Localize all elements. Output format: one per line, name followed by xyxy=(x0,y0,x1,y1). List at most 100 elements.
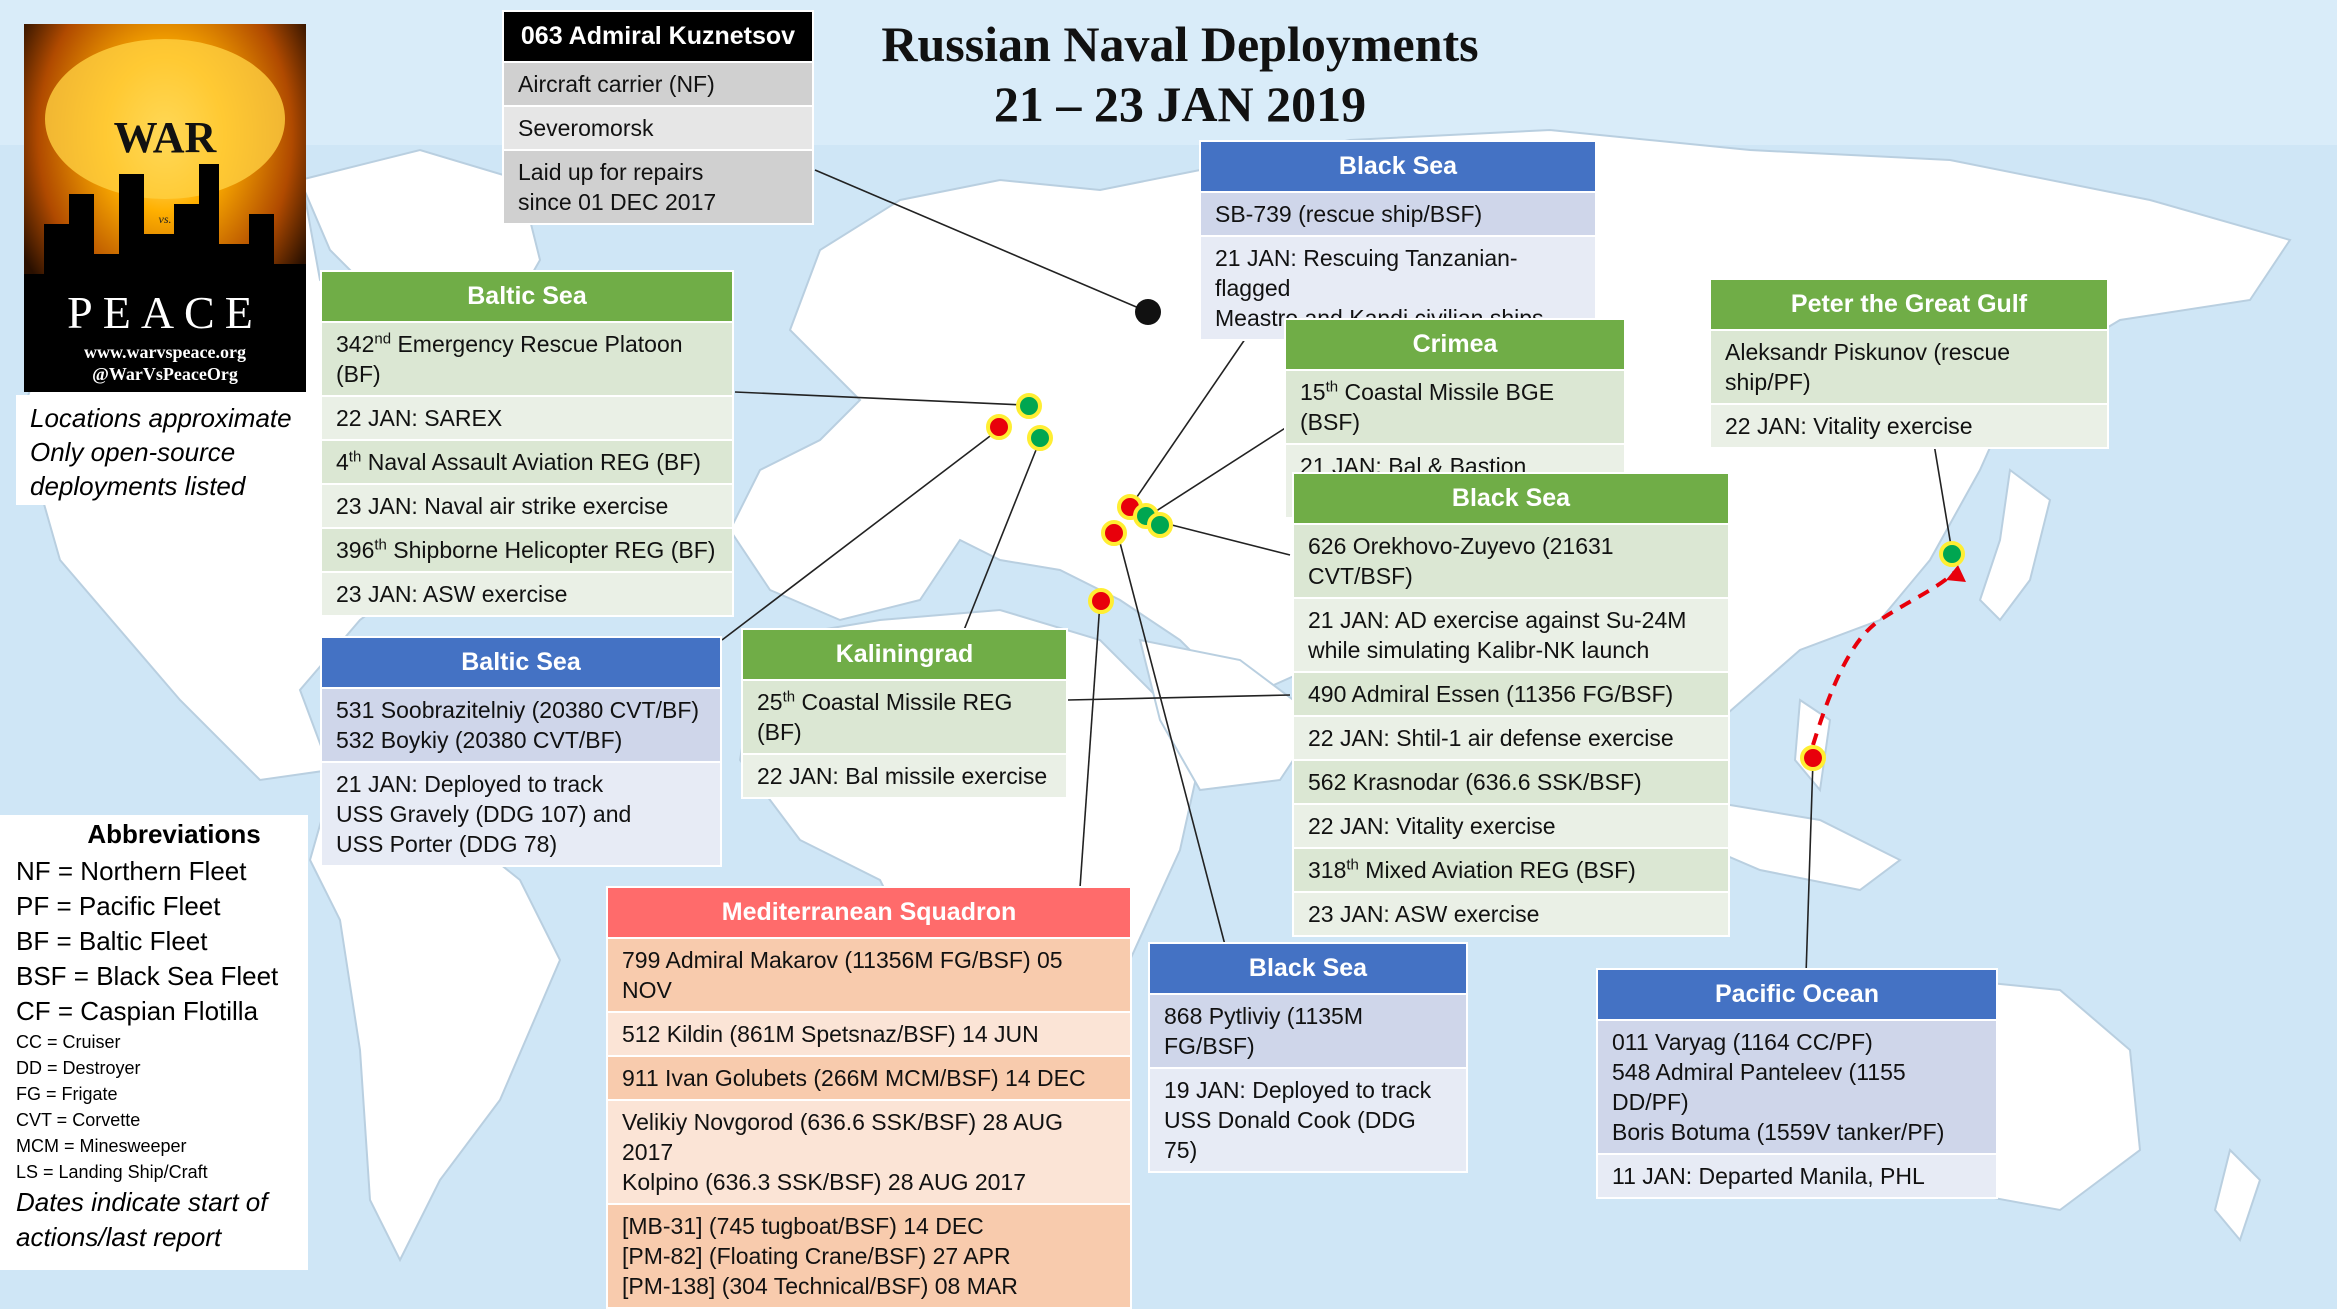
kaliningrad-row: 22 JAN: Bal missile exercise xyxy=(741,755,1068,799)
poster-word-war: WAR xyxy=(113,113,217,162)
blacksea-right-row: 490 Admiral Essen (11356 FG/BSF) xyxy=(1292,673,1730,717)
leader-baltic-blue xyxy=(721,429,999,641)
ordinal-suffix: th xyxy=(1346,856,1359,874)
marker-baltic-1 xyxy=(1016,393,1042,419)
leader-med xyxy=(1079,601,1101,889)
baltic-blue-row: 531 Soobrazitelniy (20380 CVT/BF) 532 Bo… xyxy=(320,689,722,763)
kuznetsov-header: 063 Admiral Kuznetsov xyxy=(502,10,814,63)
baltic-blue-row: 21 JAN: Deployed to track USS Gravely (D… xyxy=(320,763,722,867)
mediterranean-header: Mediterranean Squadron xyxy=(606,886,1132,939)
row-text: Naval Assault Aviation REG (BF) xyxy=(361,449,701,475)
pacific-box: Pacific Ocean 011 Varyag (1164 CC/PF) 54… xyxy=(1596,968,1998,1199)
pacific-row: 011 Varyag (1164 CC/PF) 548 Admiral Pant… xyxy=(1596,1021,1998,1155)
abbr-item: MCM = Minesweeper xyxy=(16,1136,187,1156)
kuznetsov-row: Severomorsk xyxy=(502,107,814,151)
abbr-item: CF = Caspian Flotilla xyxy=(16,996,259,1026)
blacksea-top-row: SB-739 (rescue ship/BSF) xyxy=(1199,193,1597,237)
mediterranean-row: 911 Ivan Golubets (266M MCM/BSF) 14 DEC xyxy=(606,1057,1132,1101)
pacific-header: Pacific Ocean xyxy=(1596,968,1998,1021)
abbr-footer-line-1: Dates indicate start of xyxy=(16,1187,268,1217)
mediterranean-row: 512 Kildin (861M Spetsnaz/BSF) 14 JUN xyxy=(606,1013,1132,1057)
kuznetsov-box: 063 Admiral Kuznetsov Aircraft carrier (… xyxy=(502,10,814,225)
poster-handle: @WarVsPeaceOrg xyxy=(92,364,238,384)
baltic-blue-box: Baltic Sea 531 Soobrazitelniy (20380 CVT… xyxy=(320,636,722,867)
note-line-2: Only open-source xyxy=(30,437,236,467)
blacksea-right-row: 318th Mixed Aviation REG (BSF) xyxy=(1292,849,1730,893)
blacksea-right-row: 21 JAN: AD exercise against Su-24M while… xyxy=(1292,599,1730,673)
row-text: Coastal Missile REG (BF) xyxy=(757,689,1013,745)
abbr-item: CVT = Corvette xyxy=(16,1110,141,1130)
row-text: Coastal Missile BGE (BSF) xyxy=(1300,379,1555,435)
leader-pacific xyxy=(1805,759,1814,976)
route-arrowhead xyxy=(1946,565,1966,582)
pacific-row: 11 JAN: Departed Manila, PHL xyxy=(1596,1155,1998,1199)
poster-word-vs: vs. xyxy=(158,212,172,226)
abbreviations-panel: Abbreviations NF = Northern Fleet PF = P… xyxy=(0,815,308,1270)
peter-gulf-box: Peter the Great Gulf Aleksandr Piskunov … xyxy=(1709,278,2109,449)
kuznetsov-row: Aircraft carrier (NF) xyxy=(502,63,814,107)
baltic-green-row: 23 JAN: Naval air strike exercise xyxy=(320,485,734,529)
abbr-item: CC = Cruiser xyxy=(16,1032,121,1052)
blacksea-top-box: Black Sea SB-739 (rescue ship/BSF) 21 JA… xyxy=(1199,140,1597,341)
mediterranean-row: [MB-31] (745 tugboat/BSF) 14 DEC [PM-82]… xyxy=(606,1205,1132,1309)
locations-note: Locations approximate Only open-source d… xyxy=(16,395,306,505)
abbr-item: DD = Destroyer xyxy=(16,1058,141,1078)
baltic-green-header: Baltic Sea xyxy=(320,270,734,323)
note-line-1: Locations approximate xyxy=(30,403,292,433)
baltic-green-row: 4th Naval Assault Aviation REG (BF) xyxy=(320,441,734,485)
japan-land xyxy=(1978,468,2052,622)
route-arrow xyxy=(1811,570,1957,746)
mediterranean-box: Mediterranean Squadron 799 Admiral Makar… xyxy=(606,886,1132,1309)
abbreviations-header: Abbreviations xyxy=(87,819,261,849)
marker-baltic-2 xyxy=(986,414,1012,440)
abbr-item: BSF = Black Sea Fleet xyxy=(16,961,279,991)
abbr-item: PF = Pacific Fleet xyxy=(16,891,221,921)
blacksea-right-row: 23 JAN: ASW exercise xyxy=(1292,893,1730,937)
mediterranean-row: Velikiy Novgorod (636.6 SSK/BSF) 28 AUG … xyxy=(606,1101,1132,1205)
abbr-footer-line-2: actions/last report xyxy=(16,1222,222,1252)
baltic-blue-header: Baltic Sea xyxy=(320,636,722,689)
ordinal-suffix: th xyxy=(1325,378,1339,396)
kaliningrad-row: 25th Coastal Missile REG (BF) xyxy=(741,681,1068,755)
poster-word-peace: PEACE xyxy=(67,287,263,338)
blacksea-right-row: 562 Krasnodar (636.6 SSK/BSF) xyxy=(1292,761,1730,805)
blacksea-top-header: Black Sea xyxy=(1199,140,1597,193)
peter-gulf-row: 22 JAN: Vitality exercise xyxy=(1709,405,2109,449)
ordinal-number: 396 xyxy=(336,537,375,563)
marker-blacksea-4 xyxy=(1101,520,1127,546)
blacksea-right-header: Black Sea xyxy=(1292,472,1730,525)
blacksea-right-row: 22 JAN: Vitality exercise xyxy=(1292,805,1730,849)
ordinal-number: 318 xyxy=(1308,857,1347,883)
page-title: Russian Naval Deployments 21 – 23 JAN 20… xyxy=(780,14,1580,134)
baltic-green-row: 396th Shipborne Helicopter REG (BF) xyxy=(320,529,734,573)
leader-sb739 xyxy=(1127,309,1266,511)
arabia-land xyxy=(1138,638,1322,792)
ordinal-suffix: nd xyxy=(374,330,392,348)
marker-med xyxy=(1088,588,1114,614)
ordinal-suffix: th xyxy=(374,536,387,554)
ordinal-number: 342 xyxy=(336,331,375,357)
leader-baltic-green xyxy=(734,391,1026,406)
marker-kuznetsov xyxy=(1135,299,1161,325)
poster-url: www.warvspeace.org xyxy=(84,342,246,362)
abbr-item: NF = Northern Fleet xyxy=(16,856,247,886)
war-vs-peace-poster: WAR vs. PEACE www.warvspeace.org @WarVsP… xyxy=(24,24,306,392)
abbr-item: FG = Frigate xyxy=(16,1084,118,1104)
leader-kaliningrad xyxy=(961,439,1041,636)
kaliningrad-header: Kaliningrad xyxy=(741,628,1068,681)
crimea-header: Crimea xyxy=(1284,318,1626,371)
blacksea-bottom-box: Black Sea 868 Pytliviy (1135M FG/BSF) 19… xyxy=(1148,942,1468,1173)
baltic-green-box: Baltic Sea 342nd Emergency Rescue Platoo… xyxy=(320,270,734,617)
abbr-item: LS = Landing Ship/Craft xyxy=(16,1162,208,1182)
title-line-1: Russian Naval Deployments xyxy=(881,16,1479,72)
leader-crimea xyxy=(1149,424,1291,516)
row-text: Shipborne Helicopter REG (BF) xyxy=(386,537,716,563)
new-zealand-land xyxy=(2213,1148,2262,1243)
marker-peter xyxy=(1939,541,1965,567)
ordinal-suffix: th xyxy=(348,448,362,466)
blacksea-right-box: Black Sea 626 Orekhovo-Zuyevo (21631 CVT… xyxy=(1292,472,1730,937)
baltic-green-row: 22 JAN: SAREX xyxy=(320,397,734,441)
leader-kaliningrad-2 xyxy=(1067,694,1291,701)
peter-gulf-header: Peter the Great Gulf xyxy=(1709,278,2109,331)
ordinal-number: 15 xyxy=(1300,379,1326,405)
